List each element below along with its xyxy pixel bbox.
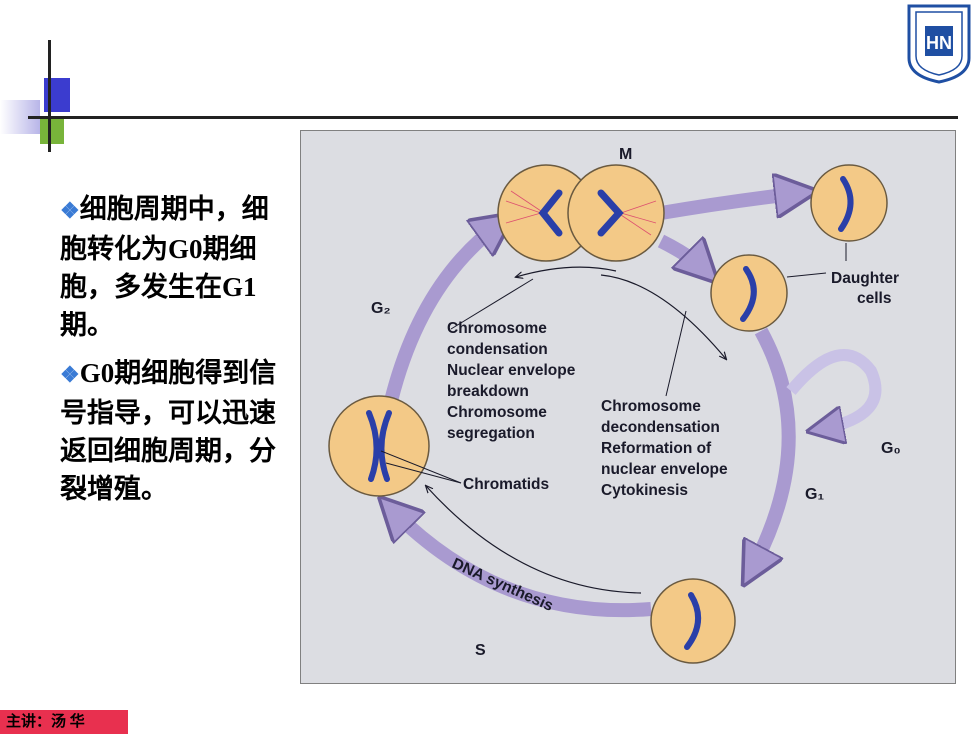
m-events-left-label: Chromosome condensation Nuclear envelope… [447,320,580,442]
pointer-right-events [665,310,687,397]
vertical-rule [48,40,51,152]
stage-label-g0: G₀ [881,440,901,457]
m-phase-span-arrow-left [516,266,617,277]
cycle-arrow-g1 [751,327,796,571]
cycle-arrow-m-to-g1 [657,234,706,271]
cycle-arrow-m-to-daughter [659,193,801,220]
m-events-right-label: Chromosome decondensation Reformation of… [601,398,732,499]
s-phase-cell [650,578,736,664]
cell-cycle-figure: M G₂ G₀ G₁ S Daughter cells Chromosome c… [300,130,956,684]
chromatids-label: Chromatids [463,476,549,493]
bullet-text: G0期细胞得到信号指导，可以迅速返回细胞周期，分裂增殖。 [60,358,277,504]
chromatid-pointer [385,462,462,484]
dna-synthesis-arrow [426,486,642,594]
diamond-bullet-icon: ❖ [60,198,80,223]
horizontal-rule [28,116,958,119]
stage-label-s: S [475,642,486,659]
stage-label-g1: G₁ [805,486,824,503]
dividing-cell-m [497,164,665,262]
daughter-cell-bottom [710,254,788,332]
university-logo: HN [903,2,975,84]
daughter-cell-top [810,164,888,242]
cycle-arrow-g2-to-m [384,223,501,403]
presenter-footer: 主讲：汤 华 [0,710,128,734]
bullet-item: ❖细胞周期中，细胞转化为G0期细胞，多发生在G1期。 [60,190,295,344]
bullet-text: 细胞周期中，细胞转化为G0期细胞，多发生在G1期。 [60,194,269,340]
diamond-bullet-icon: ❖ [60,362,80,387]
g2-cell [328,395,430,497]
chromatid-pointer [380,450,462,484]
logo-text: HN [926,33,952,53]
dna-synthesis-label: DNA synthesis [449,555,555,615]
bullet-list: ❖细胞周期中，细胞转化为G0期细胞，多发生在G1期。 ❖G0期细胞得到信号指导，… [60,190,295,518]
daughter-pointer [786,272,827,278]
stage-label-g2: G₂ [371,300,391,317]
bullet-item: ❖G0期细胞得到信号指导，可以迅速返回细胞周期，分裂增殖。 [60,354,295,508]
m-phase-span-arrow [600,274,726,359]
pointer-left-events [450,278,534,330]
stage-label-m: M [619,146,632,163]
cycle-arrow-s [391,509,652,618]
accent-block-green [40,116,64,144]
g0-loop-arrow [786,349,882,429]
daughter-cells-label: Daughter cells [831,270,903,307]
